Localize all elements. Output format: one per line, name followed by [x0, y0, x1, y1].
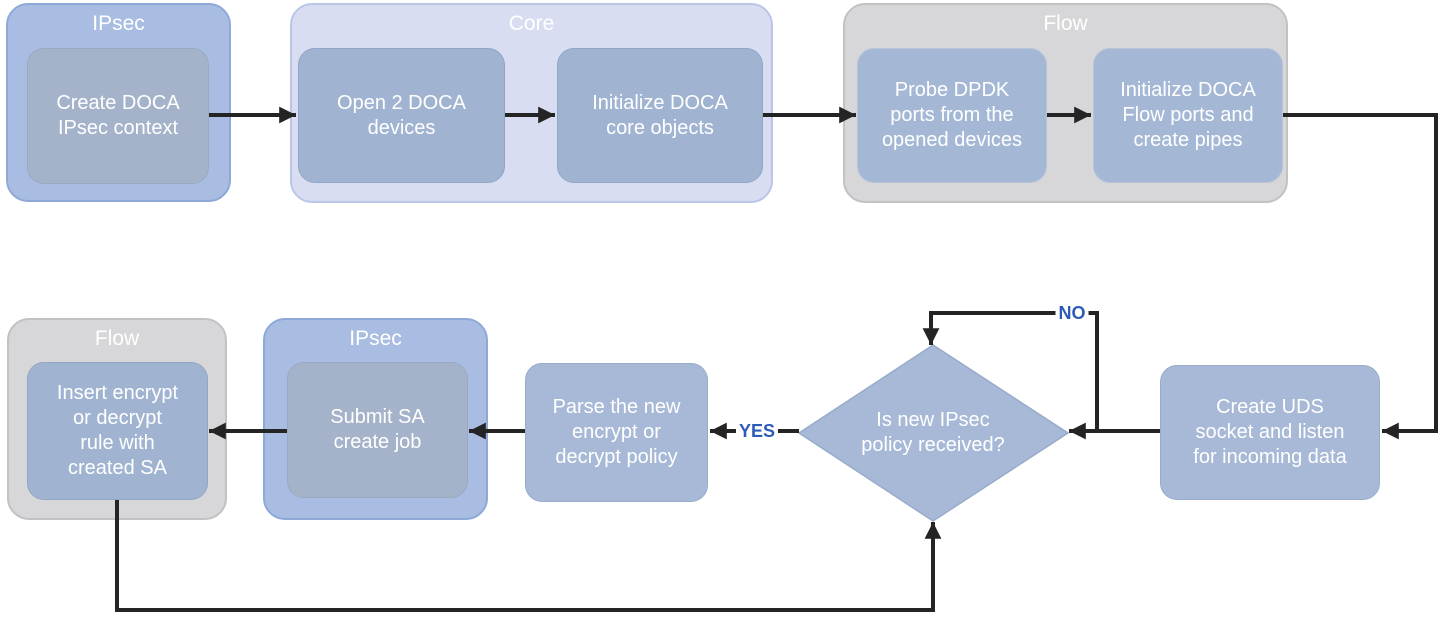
decision-label: Is new IPsec policy received? — [861, 409, 1005, 456]
node-create-uds: Create UDS socket and listen for incomin… — [1160, 365, 1380, 500]
node-init-flow: Initialize DOCA Flow ports and create pi… — [1093, 48, 1283, 183]
group-ipsec-bottom-label: IPsec — [349, 327, 402, 350]
node-open-devices: Open 2 DOCA devices — [298, 48, 505, 183]
edge-label-yes: YES — [735, 421, 779, 441]
node-probe-dpdk: Probe DPDK ports from the opened devices — [857, 48, 1047, 183]
node-insert-rule: Insert encrypt or decrypt rule with crea… — [27, 362, 208, 500]
edge-insert-rule-to-decision — [115, 500, 942, 612]
group-ipsec-top-label: IPsec — [92, 12, 145, 35]
node-parse-policy: Parse the new encrypt or decrypt policy — [525, 363, 708, 502]
edge-label-no: NO — [1055, 303, 1089, 323]
group-flow-bottom-label: Flow — [94, 327, 140, 350]
node-init-core: Initialize DOCA core objects — [557, 48, 763, 183]
node-create-ipsec-context: Create DOCA IPsec context — [27, 48, 209, 184]
group-core-label: Core — [508, 12, 555, 35]
group-flow-top-label: Flow — [1043, 12, 1088, 35]
node-submit-sa: Submit SA create job — [287, 362, 468, 498]
